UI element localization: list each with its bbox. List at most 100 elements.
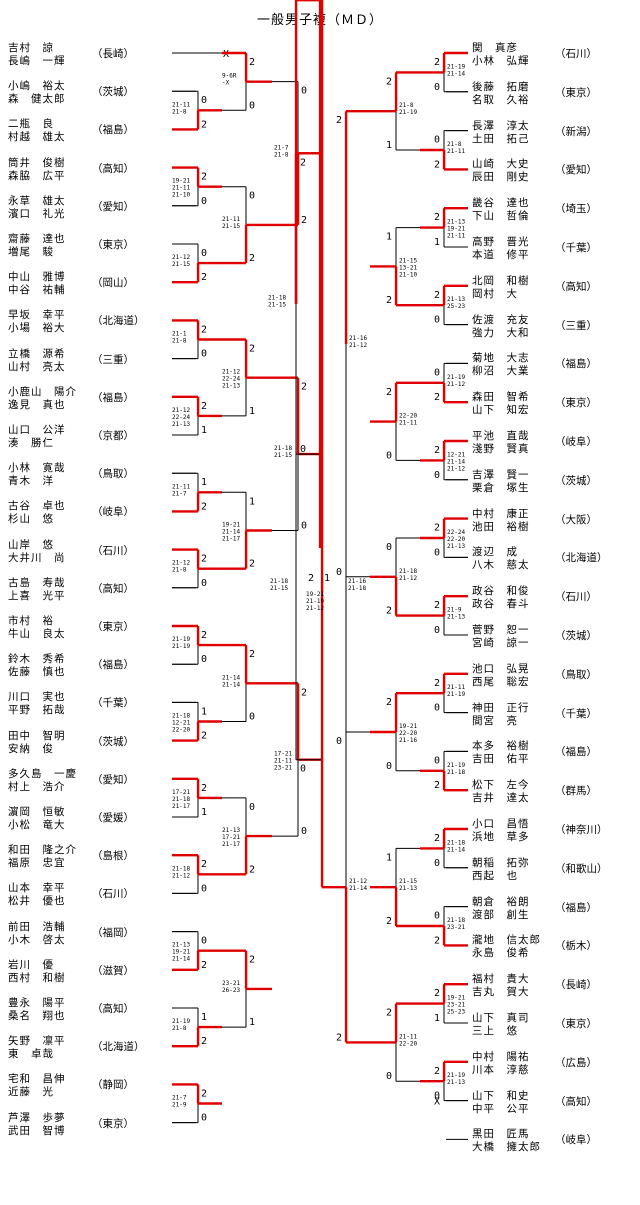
- r2-set-score: 2: [249, 955, 255, 966]
- r1-game-score: 21-13: [447, 296, 465, 303]
- r1-set-score: 2: [434, 600, 440, 611]
- r1-set-score: 2: [201, 630, 207, 641]
- right-entry-prefecture: （神奈川）: [555, 824, 608, 836]
- final-game-score: 19-21: [306, 591, 324, 598]
- right-entry-player1: 後藤 拓磨: [472, 80, 530, 93]
- left-entry-player1: 山本 幸平: [8, 882, 66, 895]
- r1-game-score: 21-7: [172, 490, 187, 497]
- r1-game-score: 21-7: [172, 1095, 187, 1102]
- left-entry-player1: 和田 隆之介: [8, 844, 77, 857]
- right-entry-prefecture: （茨城）: [555, 630, 597, 642]
- r2-game-score: 22-20: [399, 1040, 417, 1047]
- right-entry-player2: 渡部 創生: [472, 908, 530, 921]
- r1-set-score: 2: [201, 1036, 207, 1047]
- r3-set-score: 0: [336, 567, 342, 578]
- r3-game-score: 21-16: [349, 335, 367, 342]
- left-entry-player1: 中山 雅博: [8, 271, 66, 284]
- left-entry-player2: 濱口 礼光: [8, 207, 66, 220]
- right-entry-prefecture: （和歌山）: [555, 862, 608, 875]
- r2-game-score: 21-11: [399, 420, 417, 427]
- r1-game-score: 21-12: [172, 560, 190, 567]
- right-entry-player2: 浜地 草多: [472, 831, 530, 843]
- r1-game-score: 21-18: [447, 839, 465, 846]
- left-entry-player1: 齋藤 達也: [8, 233, 66, 245]
- r2-set-score: 2: [249, 864, 255, 875]
- right-entry-prefecture: （高知）: [555, 280, 597, 293]
- r4-set-score: 0: [300, 764, 306, 775]
- left-entry-prefecture: （岐阜）: [92, 506, 134, 519]
- r1-set-score: 1: [201, 807, 207, 818]
- r1-game-score: 21-18: [447, 769, 465, 776]
- r3-game-score: 23-21: [274, 765, 292, 772]
- r1-set-score: 0: [434, 315, 440, 326]
- r3-set-score: 0: [301, 826, 307, 837]
- r4-game-score: 21-11: [268, 0, 286, 2]
- r1-game-score: 21-18: [172, 713, 190, 720]
- left-entry-player2: 逸見 真也: [8, 398, 66, 411]
- left-entry-prefecture: （高知）: [92, 582, 134, 595]
- left-entry-prefecture: （愛媛）: [92, 812, 134, 824]
- r3-game-score: 21-8: [274, 151, 289, 158]
- r1-game-score: 21-11: [447, 233, 465, 240]
- left-entry-player2: 近藤 光: [8, 1086, 54, 1099]
- r2-game-score: 21-15: [222, 223, 240, 230]
- r3-game-score: 21-14: [349, 885, 367, 892]
- right-entry-player2: 間宮 亮: [472, 714, 518, 727]
- right-entry-player1: 関 真彦: [472, 42, 518, 54]
- r2-set-score: 2: [249, 559, 255, 570]
- r1-game-score: 21-8: [172, 567, 187, 574]
- r1-set-score: 0: [434, 858, 440, 869]
- left-entry-prefecture: （福島）: [92, 659, 134, 672]
- r1-game-score: 19-21: [447, 995, 465, 1002]
- left-entry-prefecture: （東京）: [92, 621, 134, 633]
- r1-game-score: 22-20: [172, 727, 190, 734]
- r1-set-score: 0: [201, 1113, 207, 1124]
- r1-set-score: 0: [201, 248, 207, 259]
- left-entry-prefecture: （滋賀）: [92, 964, 134, 977]
- left-entry-prefecture: （福島）: [92, 391, 134, 404]
- r1-game-score: 21-11: [172, 185, 190, 192]
- r1-set-score: 2: [201, 960, 207, 971]
- right-entry-player1: 菊地 大志: [472, 352, 530, 365]
- left-entry-player2: 村越 雄太: [8, 131, 66, 144]
- left-entry-prefecture: （茨城）: [92, 735, 134, 748]
- r1-game-score: 21-14: [447, 846, 465, 853]
- r1-set-score: 1: [434, 1013, 440, 1024]
- r1-game-score: 21-13: [447, 219, 465, 226]
- r2-game-score: 19-21: [399, 723, 417, 730]
- right-entry-player1: 畿谷 達也: [472, 197, 530, 210]
- r2-game-score: 21-15: [399, 878, 417, 885]
- r1-game-score: 21-19: [172, 1018, 190, 1025]
- r3-set-score: 2: [301, 687, 307, 698]
- r1-game-score: 21-15: [172, 261, 190, 268]
- r1-set-score: 0: [434, 703, 440, 714]
- r2-set-score: 2: [249, 344, 255, 355]
- left-entry-player1: 芦澤 歩夢: [8, 1111, 66, 1124]
- r4-set-score: 0: [300, 444, 306, 455]
- r1-set-score: 2: [201, 554, 207, 565]
- left-entry-player1: 田中 智明: [8, 729, 66, 742]
- r1-game-score: 19-21: [447, 226, 465, 233]
- left-entry-player1: 市村 裕: [8, 615, 54, 627]
- r1-game-score: 21-13: [172, 942, 190, 949]
- right-entry-player2: 吉田 佑平: [472, 753, 530, 766]
- left-entry-player2: 小松 竜大: [8, 819, 66, 831]
- r1-game-score: 22-24: [447, 529, 465, 536]
- r3-game-score: 21-15: [274, 452, 292, 459]
- r1-game-score: 21-12: [447, 381, 465, 388]
- left-entry-prefecture: （東京）: [92, 1117, 134, 1130]
- right-entry-player2: 名取 久裕: [472, 93, 530, 106]
- r3-game-score: 21-12: [349, 878, 367, 885]
- right-entry-player2: 小林 弘輝: [472, 55, 530, 67]
- left-entry-player1: 吉村 諒: [8, 42, 54, 54]
- right-entry-player2: 強力 大和: [472, 326, 530, 339]
- r1-game-score: 21-13: [447, 1079, 465, 1086]
- left-entry-player1: 永草 雄太: [8, 194, 66, 207]
- r1-set-score: 1: [434, 237, 440, 248]
- right-entry-prefecture: （群馬）: [555, 785, 597, 798]
- right-entry-player1: 渡辺 成: [472, 546, 518, 559]
- right-entry-prefecture: （大阪）: [555, 513, 597, 526]
- r4-set-score: 2: [300, 157, 306, 168]
- right-entry-prefecture: （石川）: [555, 48, 597, 60]
